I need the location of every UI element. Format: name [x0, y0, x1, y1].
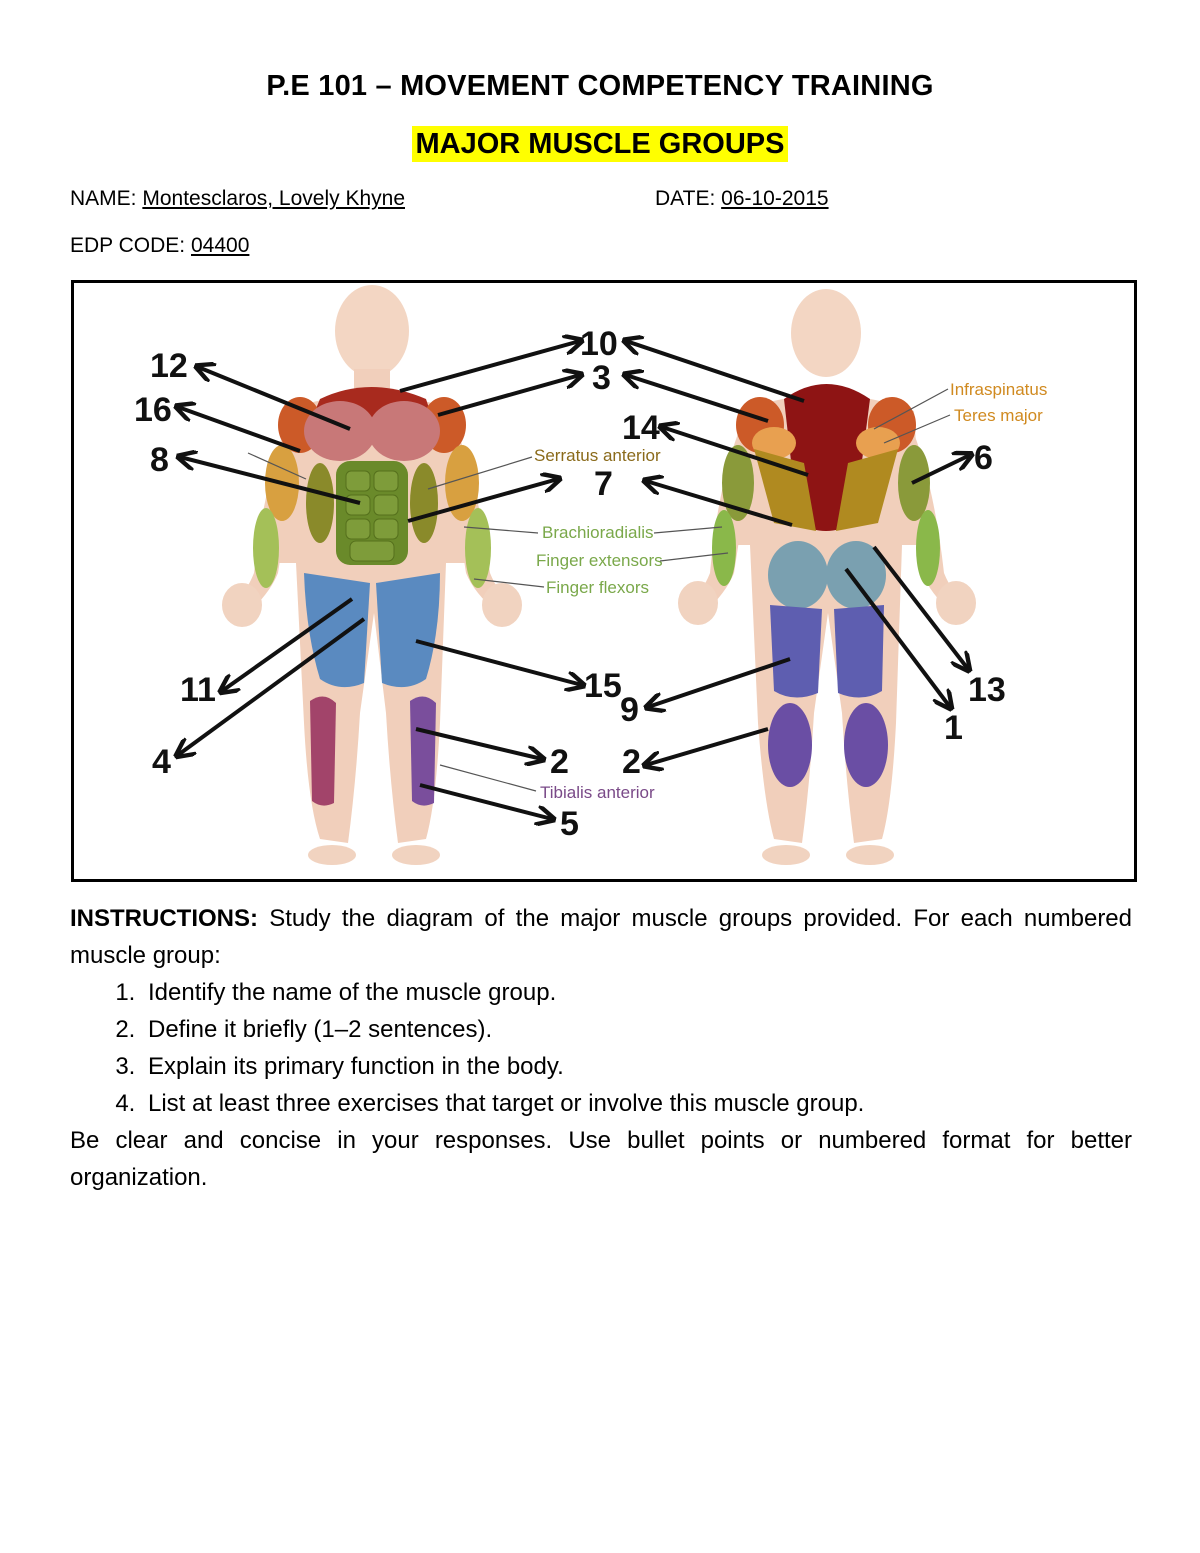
- subtitle-wrap: MAJOR MUSCLE GROUPS: [0, 126, 1200, 162]
- page-subtitle: MAJOR MUSCLE GROUPS: [411, 126, 789, 162]
- number-16: 16: [134, 391, 172, 429]
- number-15: 15: [584, 667, 622, 705]
- number-10: 10: [580, 325, 618, 363]
- label-tibialis-anterior: Tibialis anterior: [540, 783, 655, 802]
- step-item: Define it briefly (1–2 sentences).: [142, 1011, 1132, 1048]
- label-infraspinatus: Infraspinatus: [950, 380, 1047, 399]
- muscle-diagram: Serratus anterior Brachioradialis Finger…: [71, 280, 1137, 882]
- label-serratus-anterior: Serratus anterior: [534, 446, 661, 465]
- number-6: 6: [974, 439, 993, 477]
- front-figure: [222, 285, 522, 865]
- name-value: Montesclaros, Lovely Khyne: [142, 187, 405, 210]
- muscle-diagram-svg: Serratus anterior Brachioradialis Finger…: [134, 285, 1047, 865]
- number-7: 7: [594, 465, 613, 503]
- instructions-steps: Identify the name of the muscle group. D…: [70, 974, 1132, 1122]
- number-2-front: 2: [550, 743, 569, 781]
- edp-code-field: EDP CODE: 04400: [70, 234, 249, 258]
- label-finger-flexors: Finger flexors: [546, 578, 649, 597]
- step-item: Explain its primary function in the body…: [142, 1048, 1132, 1085]
- number-12: 12: [150, 347, 188, 385]
- instructions-intro: INSTRUCTIONS: Study the diagram of the m…: [70, 900, 1132, 974]
- number-11: 11: [180, 671, 216, 709]
- label-teres-major: Teres major: [954, 406, 1043, 425]
- edp-label: EDP CODE:: [70, 234, 186, 257]
- leader-lines: [247, 388, 951, 792]
- step-item: Identify the name of the muscle group.: [142, 974, 1132, 1011]
- number-9: 9: [620, 691, 639, 729]
- date-label: DATE:: [655, 187, 716, 210]
- date-value: 06-10-2015: [721, 187, 829, 210]
- number-1: 1: [944, 709, 963, 747]
- date-field: DATE: 06-10-2015: [655, 187, 829, 211]
- number-5: 5: [560, 805, 579, 843]
- number-2-back: 2: [622, 743, 641, 781]
- step-item: List at least three exercises that targe…: [142, 1085, 1132, 1122]
- number-8: 8: [150, 441, 169, 479]
- label-brachioradialis: Brachioradialis: [542, 523, 654, 542]
- pointer-arrows: [178, 341, 970, 819]
- name-field: NAME: Montesclaros, Lovely Khyne: [70, 187, 405, 211]
- number-4: 4: [152, 743, 171, 781]
- label-finger-extensors: Finger extensors: [536, 551, 663, 570]
- instructions-heading: INSTRUCTIONS:: [70, 905, 258, 932]
- number-13: 13: [968, 671, 1006, 709]
- number-3: 3: [592, 359, 611, 397]
- name-label: NAME:: [70, 187, 137, 210]
- edp-value: 04400: [191, 234, 250, 257]
- page-title: P.E 101 – MOVEMENT COMPETENCY TRAINING: [266, 70, 934, 102]
- diagram-numbers: 12 16 8 11 4 10 3 14 7 15 2 5 6 9 2 13 1: [134, 325, 1006, 843]
- number-14: 14: [622, 409, 660, 447]
- instructions: INSTRUCTIONS: Study the diagram of the m…: [70, 900, 1132, 1196]
- back-figure: [678, 289, 976, 865]
- instructions-closing: Be clear and concise in your responses. …: [70, 1127, 1132, 1191]
- instructions-intro-text: Study the diagram of the major muscle gr…: [70, 905, 1132, 969]
